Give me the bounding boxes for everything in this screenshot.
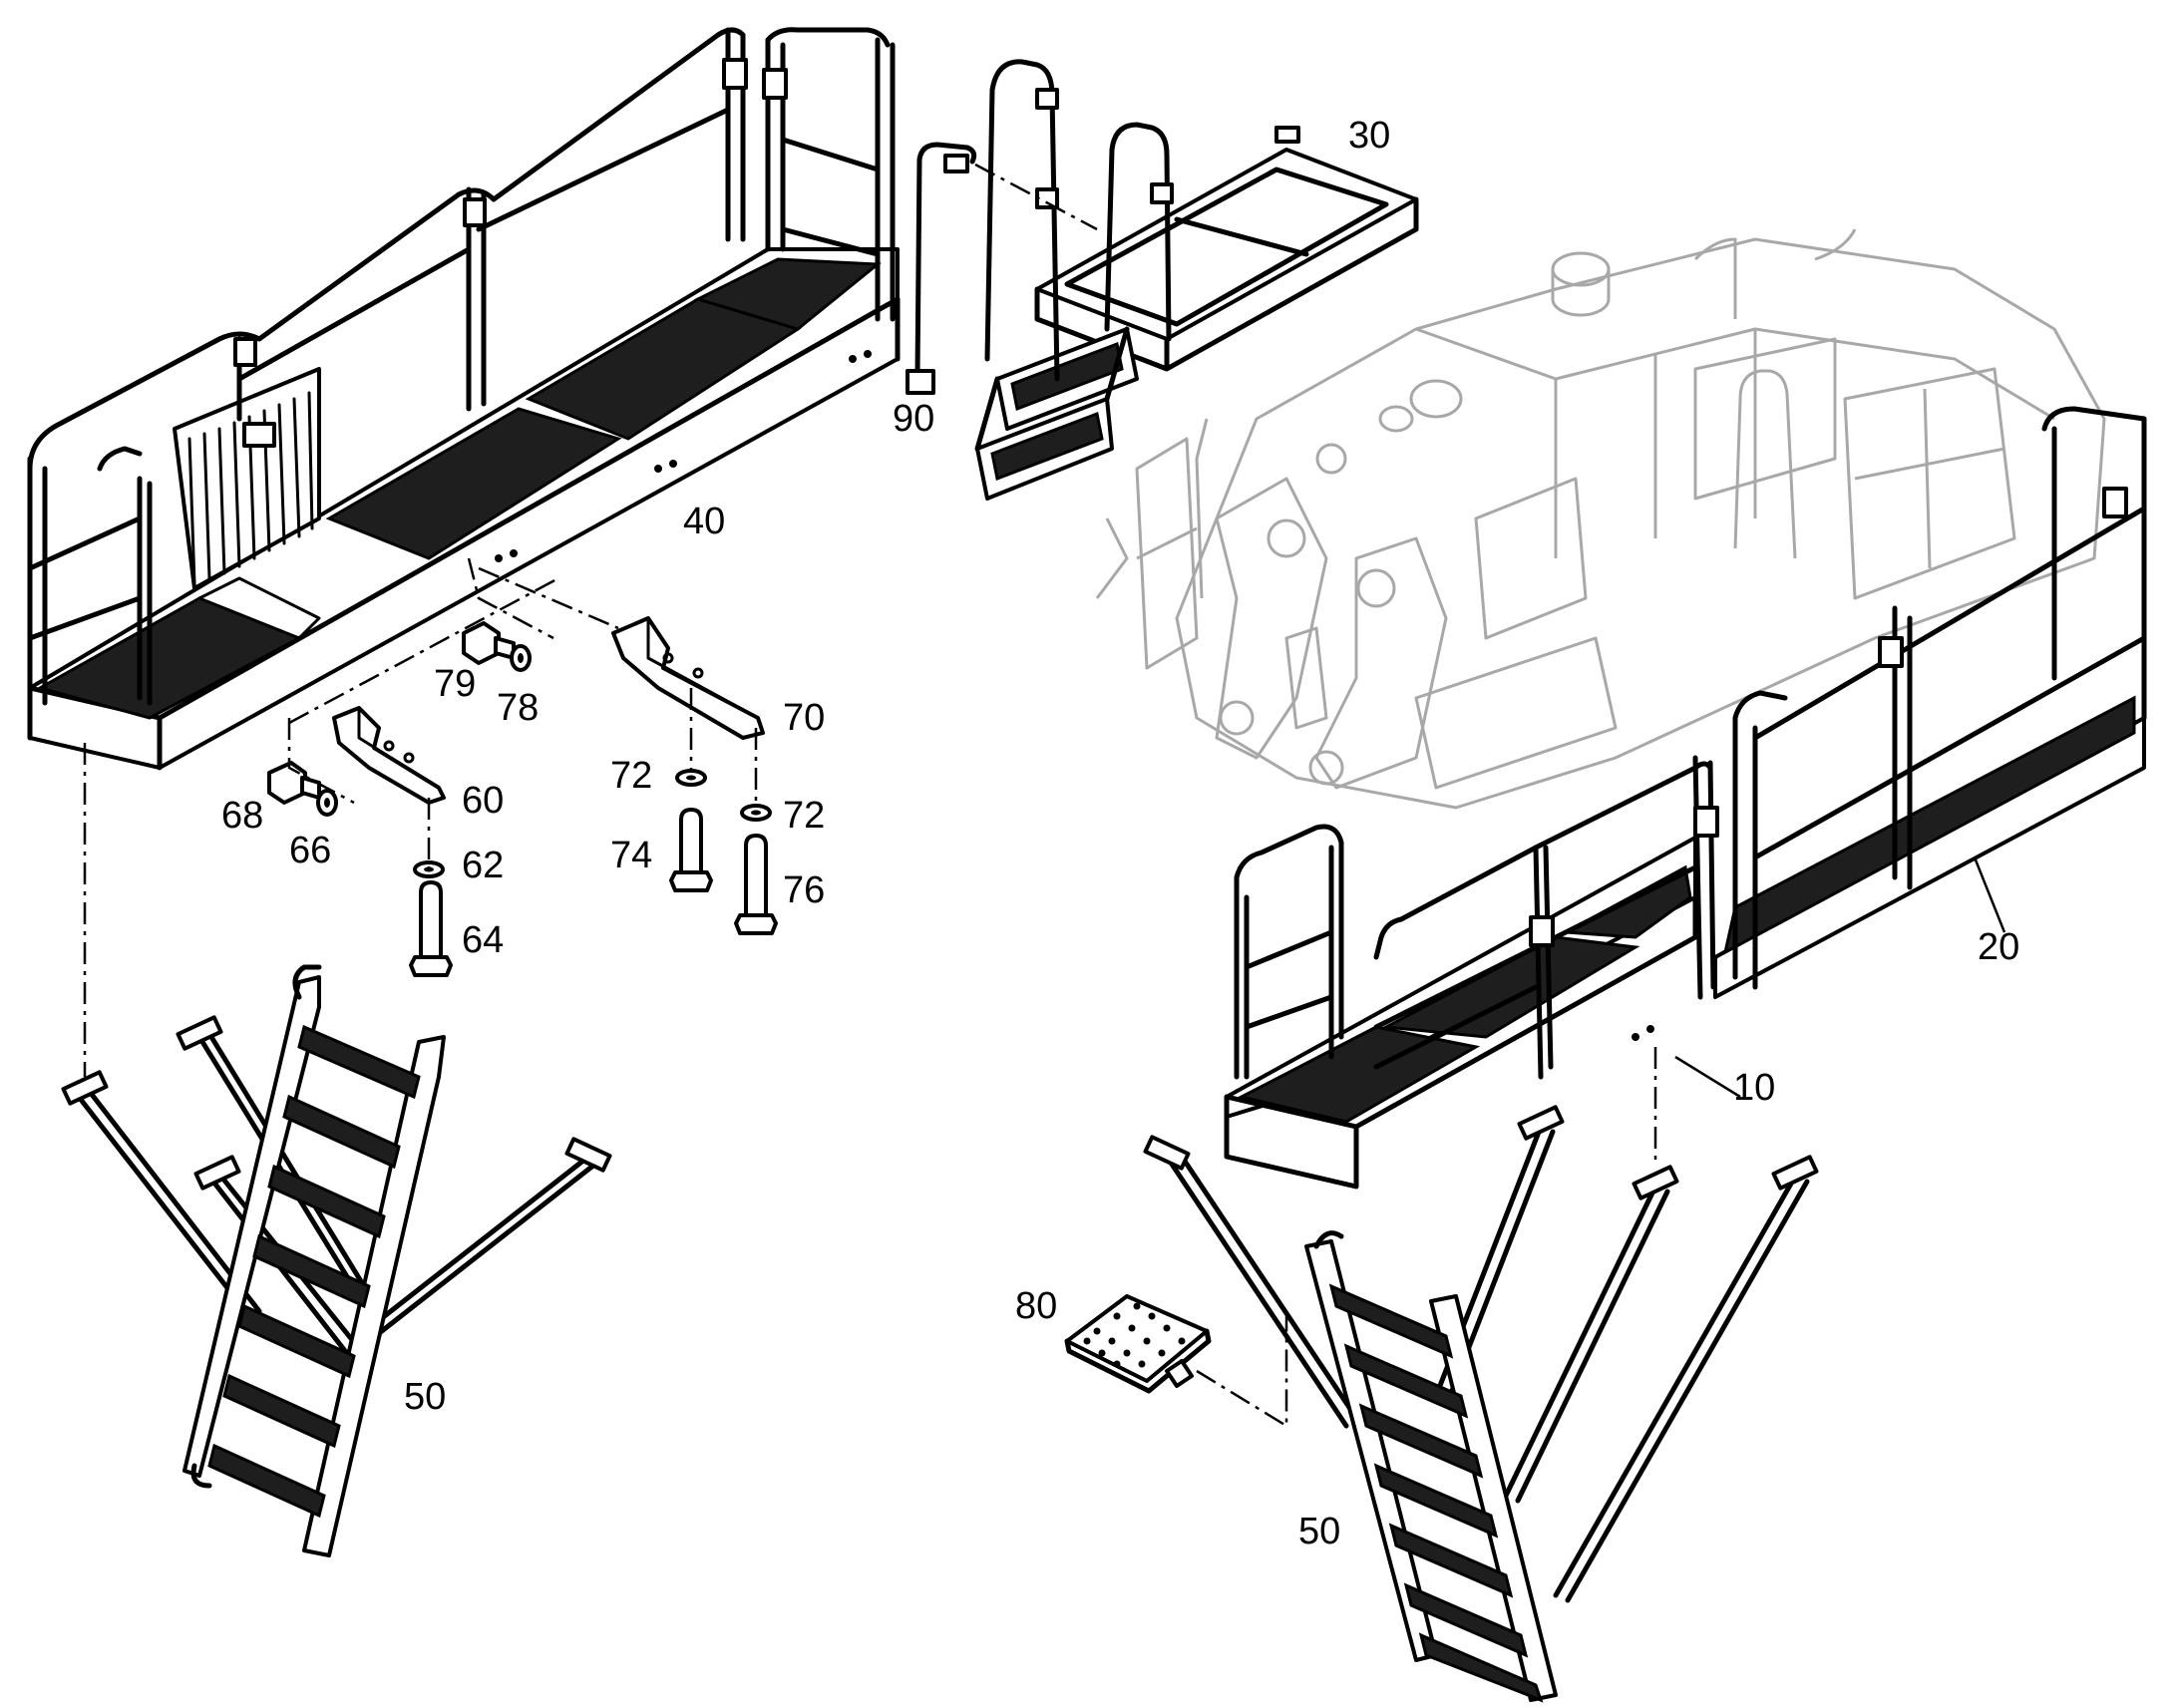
callout-40: 40 xyxy=(683,501,725,542)
step-platform-30 xyxy=(974,59,1419,501)
callout-50-left: 50 xyxy=(404,1376,446,1418)
washer-66 xyxy=(316,789,338,817)
bracket-70 xyxy=(611,616,765,740)
bolt-64 xyxy=(409,880,453,977)
callout-62: 62 xyxy=(462,845,504,886)
callout-72-right: 72 xyxy=(783,795,825,837)
callout-20: 20 xyxy=(1978,926,2019,968)
callout-10: 10 xyxy=(1733,1067,1775,1109)
bolt-74 xyxy=(669,808,713,892)
assembly-centerlines xyxy=(83,557,1657,1429)
callout-labels: 10 20 30 40 50 50 60 62 64 66 68 70 72 7… xyxy=(221,115,2019,1552)
washer-72-left xyxy=(675,769,707,787)
callout-70: 70 xyxy=(783,697,825,739)
handrail-90 xyxy=(906,142,1098,395)
bolt-79 xyxy=(462,621,516,665)
callout-66: 66 xyxy=(289,830,331,871)
ladder-50-right xyxy=(1143,1105,1819,1703)
callout-60: 60 xyxy=(462,780,504,822)
walkway-assembly-10 xyxy=(1224,755,1719,1190)
walkway-assembly-20 xyxy=(1713,406,2147,999)
walkway-assembly-40 xyxy=(27,27,901,771)
callout-78: 78 xyxy=(497,687,539,729)
bolt-68 xyxy=(267,761,321,805)
callout-72-left: 72 xyxy=(610,755,652,797)
step-plate-80 xyxy=(1064,1294,1212,1394)
callout-30: 30 xyxy=(1348,115,1390,157)
washer-78 xyxy=(510,644,532,672)
callout-68: 68 xyxy=(221,795,263,837)
ladder-50-left xyxy=(61,964,612,1557)
callout-50-right: 50 xyxy=(1298,1511,1340,1552)
excavator-upper-structure xyxy=(1095,228,2106,810)
callout-80: 80 xyxy=(1015,1285,1057,1327)
leader-lines xyxy=(1674,856,2006,1099)
callout-64: 64 xyxy=(462,919,504,961)
callout-74: 74 xyxy=(610,835,652,876)
callout-79: 79 xyxy=(434,663,476,705)
callout-90: 90 xyxy=(893,398,934,440)
callout-76: 76 xyxy=(783,869,825,911)
bracket-60 xyxy=(332,706,446,805)
washer-72-right xyxy=(740,804,772,822)
bolt-76 xyxy=(734,834,778,935)
